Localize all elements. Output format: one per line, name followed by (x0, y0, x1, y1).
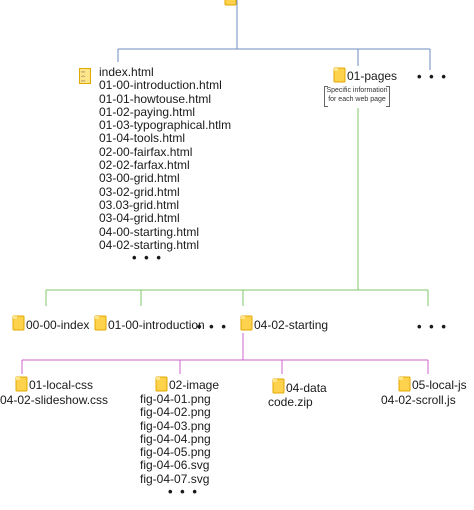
local-css-file[interactable]: 04-02-slideshow.css (0, 393, 109, 407)
file-item[interactable]: index.html (99, 65, 154, 79)
starting-folder-label[interactable]: 04-02-starting (254, 318, 329, 332)
svg-text:<>: <> (81, 70, 85, 74)
file-item[interactable]: 03-00-grid.html (99, 171, 180, 186)
html-files-icon: <> <> <> (79, 68, 91, 84)
level2-connectors (45, 108, 429, 306)
file-item[interactable]: 01-00-introduction.html (99, 78, 222, 93)
image-file-item[interactable]: fig-04-02.png (140, 405, 211, 420)
file-item[interactable]: 01-03-typographical.htlm (99, 118, 232, 133)
data-folder-icon[interactable] (272, 378, 285, 394)
file-item[interactable]: 03.03-grid.html (99, 197, 180, 212)
image-file-list: fig-04-01.png fig-04-02.png fig-04-03.pn… (140, 392, 211, 486)
pages-folder-icon[interactable] (333, 67, 346, 83)
file-item[interactable]: 01-02-paying.html (99, 104, 196, 119)
level3-connectors (21, 333, 429, 374)
index-folder-icon[interactable] (12, 315, 25, 331)
file-item[interactable]: 04-00-starting.html (99, 224, 200, 239)
top-ellipsis: • • • (417, 69, 448, 84)
local-js-folder-icon[interactable] (398, 376, 411, 392)
svg-text:<>: <> (81, 75, 85, 79)
data-folder-label[interactable]: 04-data (286, 381, 327, 395)
data-file[interactable]: code.zip (268, 395, 313, 409)
local-css-folder-label[interactable]: 01-local-css (29, 378, 94, 392)
level1-connectors (117, 0, 431, 70)
root-file-list: index.html 01-00-introduction.html 01-01… (99, 65, 232, 252)
image-file-item[interactable]: fig-04-01.png (140, 392, 211, 406)
svg-text:<>: <> (81, 79, 85, 83)
local-css-folder-icon[interactable] (15, 376, 28, 392)
file-item[interactable]: 04-02-starting.html (99, 237, 200, 252)
file-item[interactable]: 02-02-farfax.html (99, 158, 190, 173)
pages-note: Specific information for each web page (324, 86, 390, 107)
pages-folder-label[interactable]: 01-pages (347, 69, 398, 83)
image-folder-label[interactable]: 02-image (169, 378, 220, 392)
file-item[interactable]: 02-00-fairfax.html (99, 144, 193, 159)
image-file-item[interactable]: fig-04-05.png (140, 445, 211, 460)
index-folder-label[interactable]: 00-00-index (26, 318, 90, 332)
image-file-item[interactable]: fig-04-03.png (140, 418, 211, 433)
pages-note-line: for each web page (328, 96, 386, 103)
image-file-item[interactable]: fig-04-04.png (140, 431, 211, 446)
introduction-folder-label[interactable]: 01-00-introduction (108, 318, 205, 332)
starting-folder-icon[interactable] (240, 315, 253, 331)
file-item[interactable]: 03-04-grid.html (99, 211, 180, 226)
image-file-item[interactable]: fig-04-06.svg (140, 458, 210, 473)
pages-note-line: Specific information (326, 87, 388, 94)
image-files-ellipsis: • • • (168, 484, 199, 499)
root-folder-icon[interactable] (224, 0, 237, 6)
root-files-ellipsis: • • • (132, 250, 163, 265)
level2-ellipsis-mid: • • • (197, 319, 228, 334)
level2-ellipsis-right: • • • (417, 319, 448, 334)
local-js-file[interactable]: 04-02-scroll.js (381, 393, 456, 407)
local-js-folder-label[interactable]: 05-local-js (412, 378, 467, 392)
image-folder-icon[interactable] (155, 376, 168, 392)
image-file-item[interactable]: fig-04-07.svg (140, 471, 210, 486)
introduction-folder-icon[interactable] (94, 315, 107, 331)
file-item[interactable]: 03-02-grid.html (99, 184, 180, 199)
file-item[interactable]: 01-01-howtouse.html (99, 91, 212, 106)
file-item[interactable]: 01-04-tools.html (99, 131, 186, 146)
